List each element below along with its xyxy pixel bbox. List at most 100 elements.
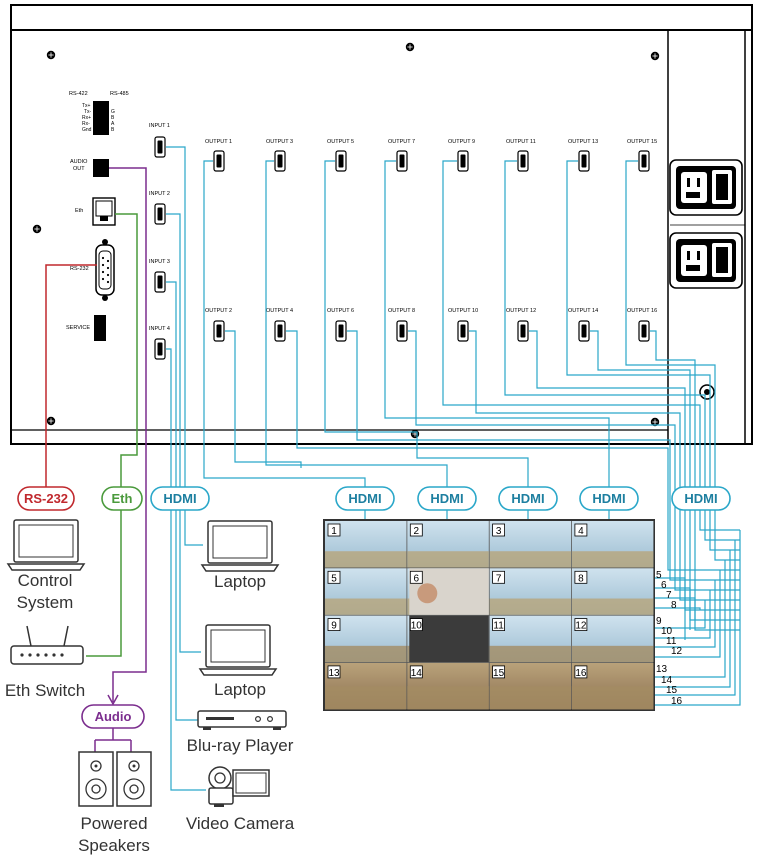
- cable-number-label: 11: [666, 636, 677, 647]
- hdmi-output-cable-label-5: HDMI: [671, 486, 731, 511]
- audio-out-port: [93, 159, 109, 177]
- svg-text:G: G: [111, 109, 115, 115]
- cable-number-label: 5: [656, 570, 662, 581]
- svg-text:Audio: Audio: [95, 709, 132, 724]
- output-11-label: OUTPUT 11: [506, 139, 536, 145]
- power-inlet-2: [669, 232, 743, 289]
- svg-text:Gnd: Gnd: [82, 127, 92, 133]
- rs232-cable: [45, 264, 97, 487]
- output-4-label: OUTPUT 4: [266, 308, 293, 314]
- audio-cable-label: Audio: [81, 704, 145, 729]
- output-5-label: OUTPUT 5: [327, 139, 354, 145]
- hdmi-input-cable-label: HDMI: [150, 486, 210, 511]
- output-6-label: OUTPUT 6: [327, 308, 354, 314]
- video-camera-label: Video Camera: [186, 814, 295, 833]
- video-wall-tile: 6: [407, 568, 489, 615]
- laptop-2-label: Laptop: [214, 680, 266, 699]
- powered-speakers-icon: [78, 751, 152, 807]
- tile-number: 2: [414, 526, 420, 537]
- ethernet-port: [92, 197, 116, 226]
- bluray-player-label: Blu-ray Player: [187, 736, 294, 755]
- rs232-cable-label: RS-232: [17, 486, 75, 511]
- tile-number: 5: [331, 573, 337, 584]
- video-wall-tile: 2: [407, 521, 489, 568]
- output-16-label: OUTPUT 16: [627, 308, 657, 314]
- svg-text:HDMI: HDMI: [592, 491, 625, 506]
- tile-number: 11: [493, 621, 504, 632]
- video-wall-tile: 11: [489, 615, 572, 663]
- video-wall-tile: 15: [489, 662, 572, 710]
- tile-number: 7: [496, 573, 502, 584]
- cable-number-label: 13: [656, 664, 668, 675]
- power-inlet-1: [669, 159, 743, 216]
- video-wall-tile: 3: [489, 521, 572, 568]
- cable-number-label: 14: [661, 675, 673, 686]
- tile-number: 14: [411, 668, 423, 679]
- output-13-label: OUTPUT 13: [568, 139, 598, 145]
- tile-number: 1: [331, 526, 337, 537]
- svg-text:B: B: [111, 115, 115, 121]
- cable-number-label: 7: [666, 590, 672, 601]
- tile-number: 3: [496, 526, 502, 537]
- cable-number-label: 8: [671, 600, 677, 611]
- svg-text:Rx-: Rx-: [82, 121, 90, 127]
- hdmi-output-cable-label-2: HDMI: [417, 486, 477, 511]
- eth-cable: [86, 213, 138, 657]
- eth-switch-icon: [10, 625, 84, 665]
- output-9-label: OUTPUT 9: [448, 139, 475, 145]
- tile-number: 12: [575, 621, 587, 632]
- hdmi-output-cable-label-4: HDMI: [579, 486, 639, 511]
- video-wall-tile: 14: [407, 662, 489, 710]
- output-14-label: OUTPUT 14: [568, 308, 598, 314]
- laptop-1-label: Laptop: [214, 572, 266, 591]
- svg-text:HDMI: HDMI: [511, 491, 544, 506]
- output-8-label: OUTPUT 8: [388, 308, 415, 314]
- tile-number: 10: [411, 621, 423, 632]
- laptop-2-icon: [199, 624, 277, 676]
- tile-number: 16: [575, 668, 587, 679]
- cable-number-label: 9: [656, 616, 662, 627]
- video-wall-tile: 16: [571, 662, 654, 710]
- tile-number: 9: [331, 621, 337, 632]
- video-wall-tile: 4: [571, 521, 654, 568]
- hdmi-output-cable-label-1: HDMI: [335, 486, 395, 511]
- output-1-label: OUTPUT 1: [205, 139, 232, 145]
- hdmi-output-cable-label-3: HDMI: [498, 486, 558, 511]
- tile-number: 4: [578, 526, 584, 537]
- cable-number-label: 15: [666, 685, 678, 696]
- tile-number: 8: [578, 573, 584, 584]
- video-wall-tile: 1: [325, 521, 407, 568]
- rs485-label: RS-485: [110, 91, 129, 97]
- video-wall-tile: 10: [407, 615, 489, 663]
- output-3-label: OUTPUT 3: [266, 139, 293, 145]
- svg-text:Rx+: Rx+: [82, 115, 91, 121]
- svg-text:RS-232: RS-232: [24, 491, 68, 506]
- video-wall-tile: 12: [571, 615, 654, 663]
- rs232-port-label: RS-232: [70, 266, 89, 272]
- service-label: SERVICE: [66, 325, 90, 331]
- rs422-label: RS-422: [69, 91, 88, 97]
- svg-text:B: B: [111, 127, 115, 133]
- video-wall-tile: 7: [489, 568, 572, 615]
- svg-text:HDMI: HDMI: [684, 491, 717, 506]
- output-12-label: OUTPUT 12: [506, 308, 536, 314]
- cable-number-label: 12: [671, 646, 683, 657]
- bluray-player-icon: [197, 710, 287, 730]
- input-1-label: INPUT 1: [149, 123, 170, 129]
- service-port: [94, 315, 106, 341]
- output-10-label: OUTPUT 10: [448, 308, 478, 314]
- hdmi-output-cables: [203, 160, 741, 706]
- cable-number-label: 16: [671, 696, 683, 707]
- video-wall-tile: 13: [325, 662, 407, 710]
- audio-cable: [109, 167, 147, 702]
- output-7-label: OUTPUT 7: [388, 139, 415, 145]
- svg-text:HDMI: HDMI: [430, 491, 463, 506]
- input-4-label: INPUT 4: [149, 326, 170, 332]
- svg-text:HDMI: HDMI: [163, 491, 196, 506]
- output-15-label: OUTPUT 15: [627, 139, 657, 145]
- output-2-label: OUTPUT 2: [205, 308, 232, 314]
